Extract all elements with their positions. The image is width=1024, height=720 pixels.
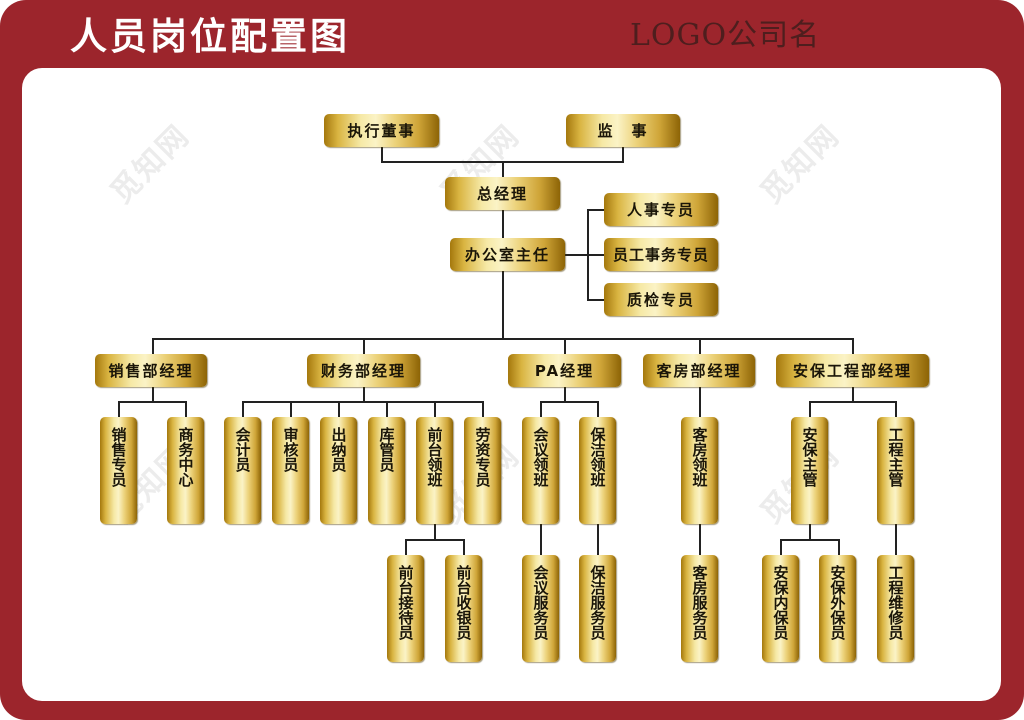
node-sales-manager: 销售部经理 xyxy=(95,354,207,387)
node-maintenance-worker: 工程维修员 xyxy=(877,555,914,662)
node-cleaning-attendant: 保洁服务员 xyxy=(579,555,616,662)
page-title: 人员岗位配置图 xyxy=(70,15,350,58)
connector-line xyxy=(587,209,605,211)
connector-line xyxy=(185,401,187,417)
connector-line xyxy=(242,401,484,403)
connector-line xyxy=(809,524,811,540)
connector-line xyxy=(852,338,854,354)
connector-line xyxy=(809,401,896,403)
connector-line xyxy=(780,539,782,555)
node-auditor: 审核员 xyxy=(272,417,309,524)
connector-line xyxy=(699,387,701,417)
connector-line xyxy=(699,524,701,555)
connector-line xyxy=(290,401,292,417)
node-payroll-specialist: 劳资专员 xyxy=(464,417,501,524)
connector-line xyxy=(502,210,504,238)
node-office-director: 办公室主任 xyxy=(450,238,565,271)
node-sales-specialist: 销售专员 xyxy=(100,417,137,524)
connector-line xyxy=(622,147,624,162)
node-front-cashier: 前台收银员 xyxy=(445,555,482,662)
connector-line xyxy=(852,387,854,402)
node-external-security-guard: 安保外保员 xyxy=(819,555,856,662)
connector-line xyxy=(587,209,589,300)
connector-line xyxy=(540,524,542,555)
connector-line xyxy=(895,401,897,417)
node-housekeeping-supervisor: 客房领班 xyxy=(681,417,718,524)
connector-line xyxy=(463,539,465,555)
connector-line xyxy=(434,401,436,417)
node-business-center: 商务中心 xyxy=(167,417,204,524)
connector-line xyxy=(780,539,839,541)
connector-line xyxy=(405,539,464,541)
connector-line xyxy=(895,524,897,555)
node-cleaning-supervisor: 保洁领班 xyxy=(579,417,616,524)
connector-line xyxy=(502,161,504,177)
connector-line xyxy=(152,387,154,402)
connector-line xyxy=(540,401,542,417)
node-employee-affairs-specialist: 员工事务专员 xyxy=(604,238,718,271)
connector-line xyxy=(540,401,598,403)
connector-line xyxy=(564,387,566,402)
connector-line xyxy=(386,401,388,417)
connector-line xyxy=(381,147,383,162)
connector-line xyxy=(597,524,599,555)
node-supervisor: 监 事 xyxy=(566,114,680,147)
connector-line xyxy=(699,338,701,354)
connector-line xyxy=(405,539,407,555)
connector-line xyxy=(564,338,566,354)
node-room-attendant: 客房服务员 xyxy=(681,555,718,662)
connector-line xyxy=(118,401,120,417)
connector-line xyxy=(587,299,605,301)
connector-line xyxy=(152,338,154,354)
connector-line xyxy=(482,401,484,417)
node-security-engineering-manager: 安保工程部经理 xyxy=(776,354,929,387)
node-hr-specialist: 人事专员 xyxy=(604,193,718,226)
node-warehouse-keeper: 库管员 xyxy=(368,417,405,524)
connector-line xyxy=(838,539,840,555)
connector-line xyxy=(338,401,340,417)
node-meeting-attendant: 会议服务员 xyxy=(522,555,559,662)
node-executive-director: 执行董事 xyxy=(324,114,439,147)
connector-line xyxy=(363,338,365,354)
node-quality-inspector: 质检专员 xyxy=(604,283,718,316)
connector-line xyxy=(565,254,605,256)
connector-line xyxy=(152,338,854,340)
connector-line xyxy=(597,401,599,417)
node-meeting-supervisor: 会议领班 xyxy=(522,417,559,524)
node-internal-security-guard: 安保内保员 xyxy=(762,555,799,662)
node-receptionist: 前台接待员 xyxy=(387,555,424,662)
node-pa-manager: PA经理 xyxy=(508,354,621,387)
connector-line xyxy=(809,401,811,417)
node-finance-manager: 财务部经理 xyxy=(307,354,420,387)
connector-line xyxy=(242,401,244,417)
node-engineering-supervisor: 工程主管 xyxy=(877,417,914,524)
node-general-manager: 总经理 xyxy=(445,177,560,210)
connector-line xyxy=(363,387,365,402)
node-cashier: 出纳员 xyxy=(320,417,357,524)
node-security-supervisor: 安保主管 xyxy=(791,417,828,524)
connector-line xyxy=(118,401,186,403)
connector-line xyxy=(502,271,504,339)
node-front-desk-supervisor: 前台领班 xyxy=(416,417,453,524)
node-housekeeping-manager: 客房部经理 xyxy=(643,354,755,387)
connector-line xyxy=(434,524,436,540)
company-logo-text: LOGO公司名 xyxy=(630,18,821,53)
node-accountant: 会计员 xyxy=(224,417,261,524)
